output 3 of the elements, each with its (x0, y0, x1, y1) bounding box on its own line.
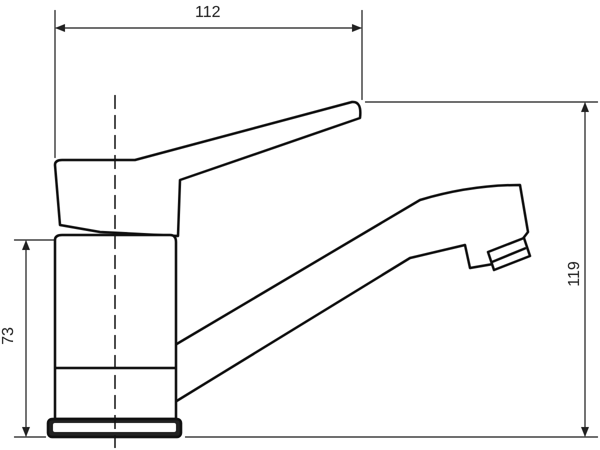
dimension-text: 73 (0, 327, 18, 345)
dimension-text: 119 (566, 261, 584, 287)
dimension-text: 112 (195, 4, 221, 22)
